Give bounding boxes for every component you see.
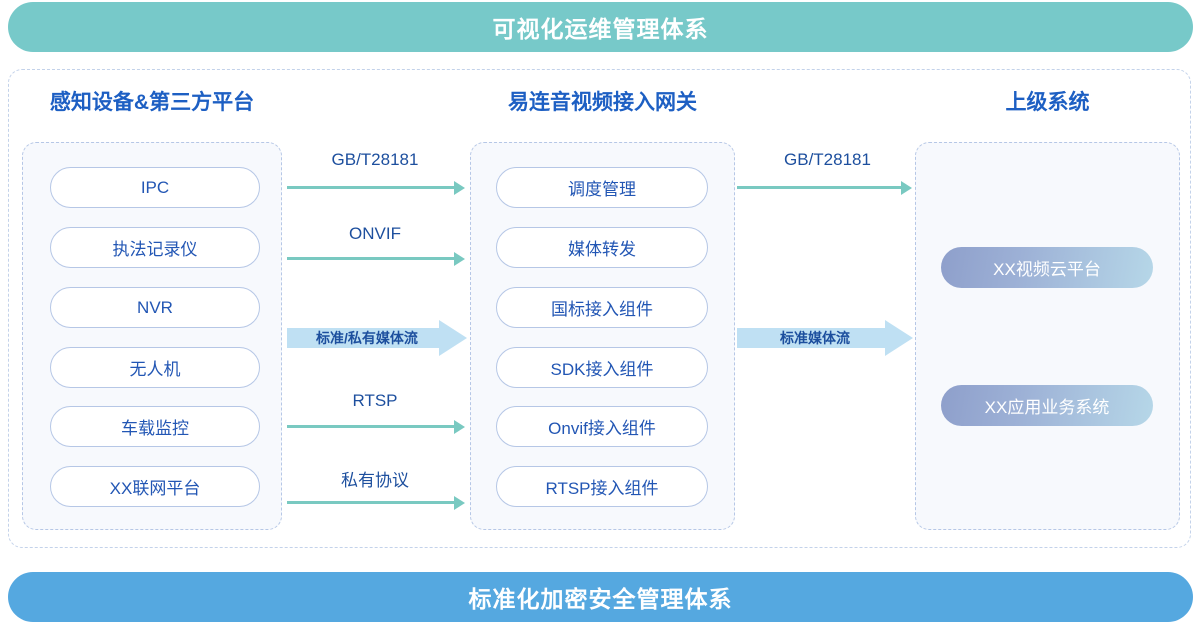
pill-label: XX联网平台 (109, 479, 201, 498)
middle-item-gb-access-component[interactable]: 国标接入组件 (496, 287, 708, 328)
arrow-shaft (737, 186, 901, 189)
top-banner-label: 可视化运维管理体系 (492, 16, 709, 42)
connector-arrow-gbt28181-right (737, 181, 912, 195)
pill-label: XX应用业务系统 (984, 398, 1110, 417)
connector-label-onvif: ONVIF (349, 224, 401, 243)
middle-item-rtsp-access-component[interactable]: RTSP接入组件 (496, 466, 708, 507)
middle-item-sdk-access-component[interactable]: SDK接入组件 (496, 347, 708, 388)
arrow-shaft (287, 257, 454, 260)
column-title-left: 感知设备&第三方平台 (49, 91, 255, 114)
left-item-xx-network-platform[interactable]: XX联网平台 (50, 466, 260, 507)
pill-label: 无人机 (129, 360, 181, 379)
arrow-shaft (287, 186, 454, 189)
block-arrow-tip (439, 320, 467, 356)
connector-block-arrow-standard-media-stream: 标准媒体流 (737, 320, 913, 356)
pill-label: 媒体转发 (568, 240, 636, 259)
block-arrow-body (737, 328, 885, 348)
connector-block-arrow-standard-private-media-stream: 标准/私有媒体流 (287, 320, 467, 356)
left-item-vehicle-monitor[interactable]: 车载监控 (50, 406, 260, 447)
connector-arrow-gbt28181-left (287, 181, 465, 195)
pill-label: 调度管理 (568, 180, 636, 199)
connector-label-private-protocol: 私有协议 (341, 471, 409, 490)
middle-item-onvif-access-component[interactable]: Onvif接入组件 (496, 406, 708, 447)
connector-label-rtsp: RTSP (352, 391, 398, 410)
arrow-head (454, 420, 465, 434)
pill-label: Onvif接入组件 (548, 419, 656, 438)
top-banner: 可视化运维管理体系 (8, 2, 1193, 52)
pill-label: 车载监控 (121, 419, 189, 438)
pill-label: IPC (140, 177, 170, 197)
pill-label: 执法记录仪 (112, 240, 198, 259)
block-arrow-label: 标准媒体流 (780, 330, 850, 346)
arrow-shaft (287, 425, 454, 428)
arrow-head (901, 181, 912, 195)
arrow-shaft (287, 501, 454, 504)
column-title-right: 上级系统 (1005, 91, 1090, 114)
connector-arrow-onvif (287, 252, 465, 266)
pill-label: SDK接入组件 (550, 360, 654, 379)
block-arrow-tip (885, 320, 913, 356)
pill-label: 国标接入组件 (551, 300, 653, 319)
left-item-nvr[interactable]: NVR (50, 287, 260, 328)
bottom-banner: 标准化加密安全管理体系 (8, 572, 1193, 622)
right-item-xx-video-cloud-platform[interactable]: XX视频云平台 (941, 247, 1153, 288)
arrow-head (454, 252, 465, 266)
left-item-drone[interactable]: 无人机 (50, 347, 260, 388)
block-arrow-body (287, 328, 439, 348)
connector-label-gbt28181-right: GB/T28181 (784, 150, 871, 169)
group-box-right (915, 142, 1180, 530)
left-item-bodycam[interactable]: 执法记录仪 (50, 227, 260, 268)
connector-label-gbt28181-left: GB/T28181 (331, 150, 419, 169)
column-title-middle: 易连音视频接入网关 (508, 91, 697, 114)
block-arrow-label: 标准/私有媒体流 (316, 330, 418, 346)
arrow-head (454, 181, 465, 195)
connector-arrow-private-protocol (287, 496, 465, 510)
middle-item-dispatch-management[interactable]: 调度管理 (496, 167, 708, 208)
pill-label: RTSP接入组件 (545, 479, 659, 498)
pill-label: XX视频云平台 (993, 260, 1101, 279)
right-item-xx-application-business-system[interactable]: XX应用业务系统 (941, 385, 1153, 426)
left-item-ipc[interactable]: IPC (50, 167, 260, 208)
arrow-head (454, 496, 465, 510)
pill-label: NVR (137, 297, 173, 317)
middle-item-media-forwarding[interactable]: 媒体转发 (496, 227, 708, 268)
bottom-banner-label: 标准化加密安全管理体系 (468, 586, 733, 612)
connector-arrow-rtsp (287, 420, 465, 434)
